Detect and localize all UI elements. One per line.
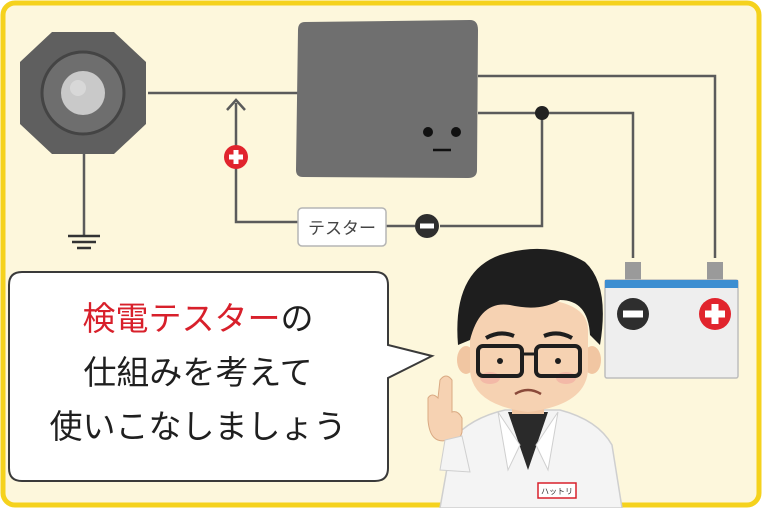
tester-box: テスター: [297, 207, 387, 247]
speech-line1-suffix: の: [281, 299, 314, 338]
svg-text:検電テスターの: 検電テスターの: [83, 299, 314, 338]
ground-icon: [68, 234, 100, 250]
tester-label: テスター: [308, 219, 376, 239]
arrow-up-icon: [226, 98, 246, 111]
speech-line3: 使いこなしましょう: [50, 407, 347, 446]
speech-highlight: 検電テスター: [83, 299, 281, 338]
battery: [604, 262, 739, 379]
tester-minus-icon: [415, 214, 439, 238]
battery-minus-icon: [617, 298, 649, 330]
battery-plus-icon: [699, 298, 731, 330]
speaker-icon: [20, 32, 146, 154]
character: ハットリ: [427, 248, 623, 508]
wires: [82, 74, 717, 258]
device-box: [296, 20, 478, 178]
junction-node: [535, 106, 549, 120]
name-tag-label: ハットリ: [541, 487, 573, 496]
name-tag: [537, 482, 577, 499]
speech-bubble: 検電テスターの 仕組みを考えて 使いこなしましょう: [8, 271, 435, 482]
probe-plus-icon: [224, 145, 248, 169]
speech-line2: 仕組みを考えて: [83, 353, 312, 392]
